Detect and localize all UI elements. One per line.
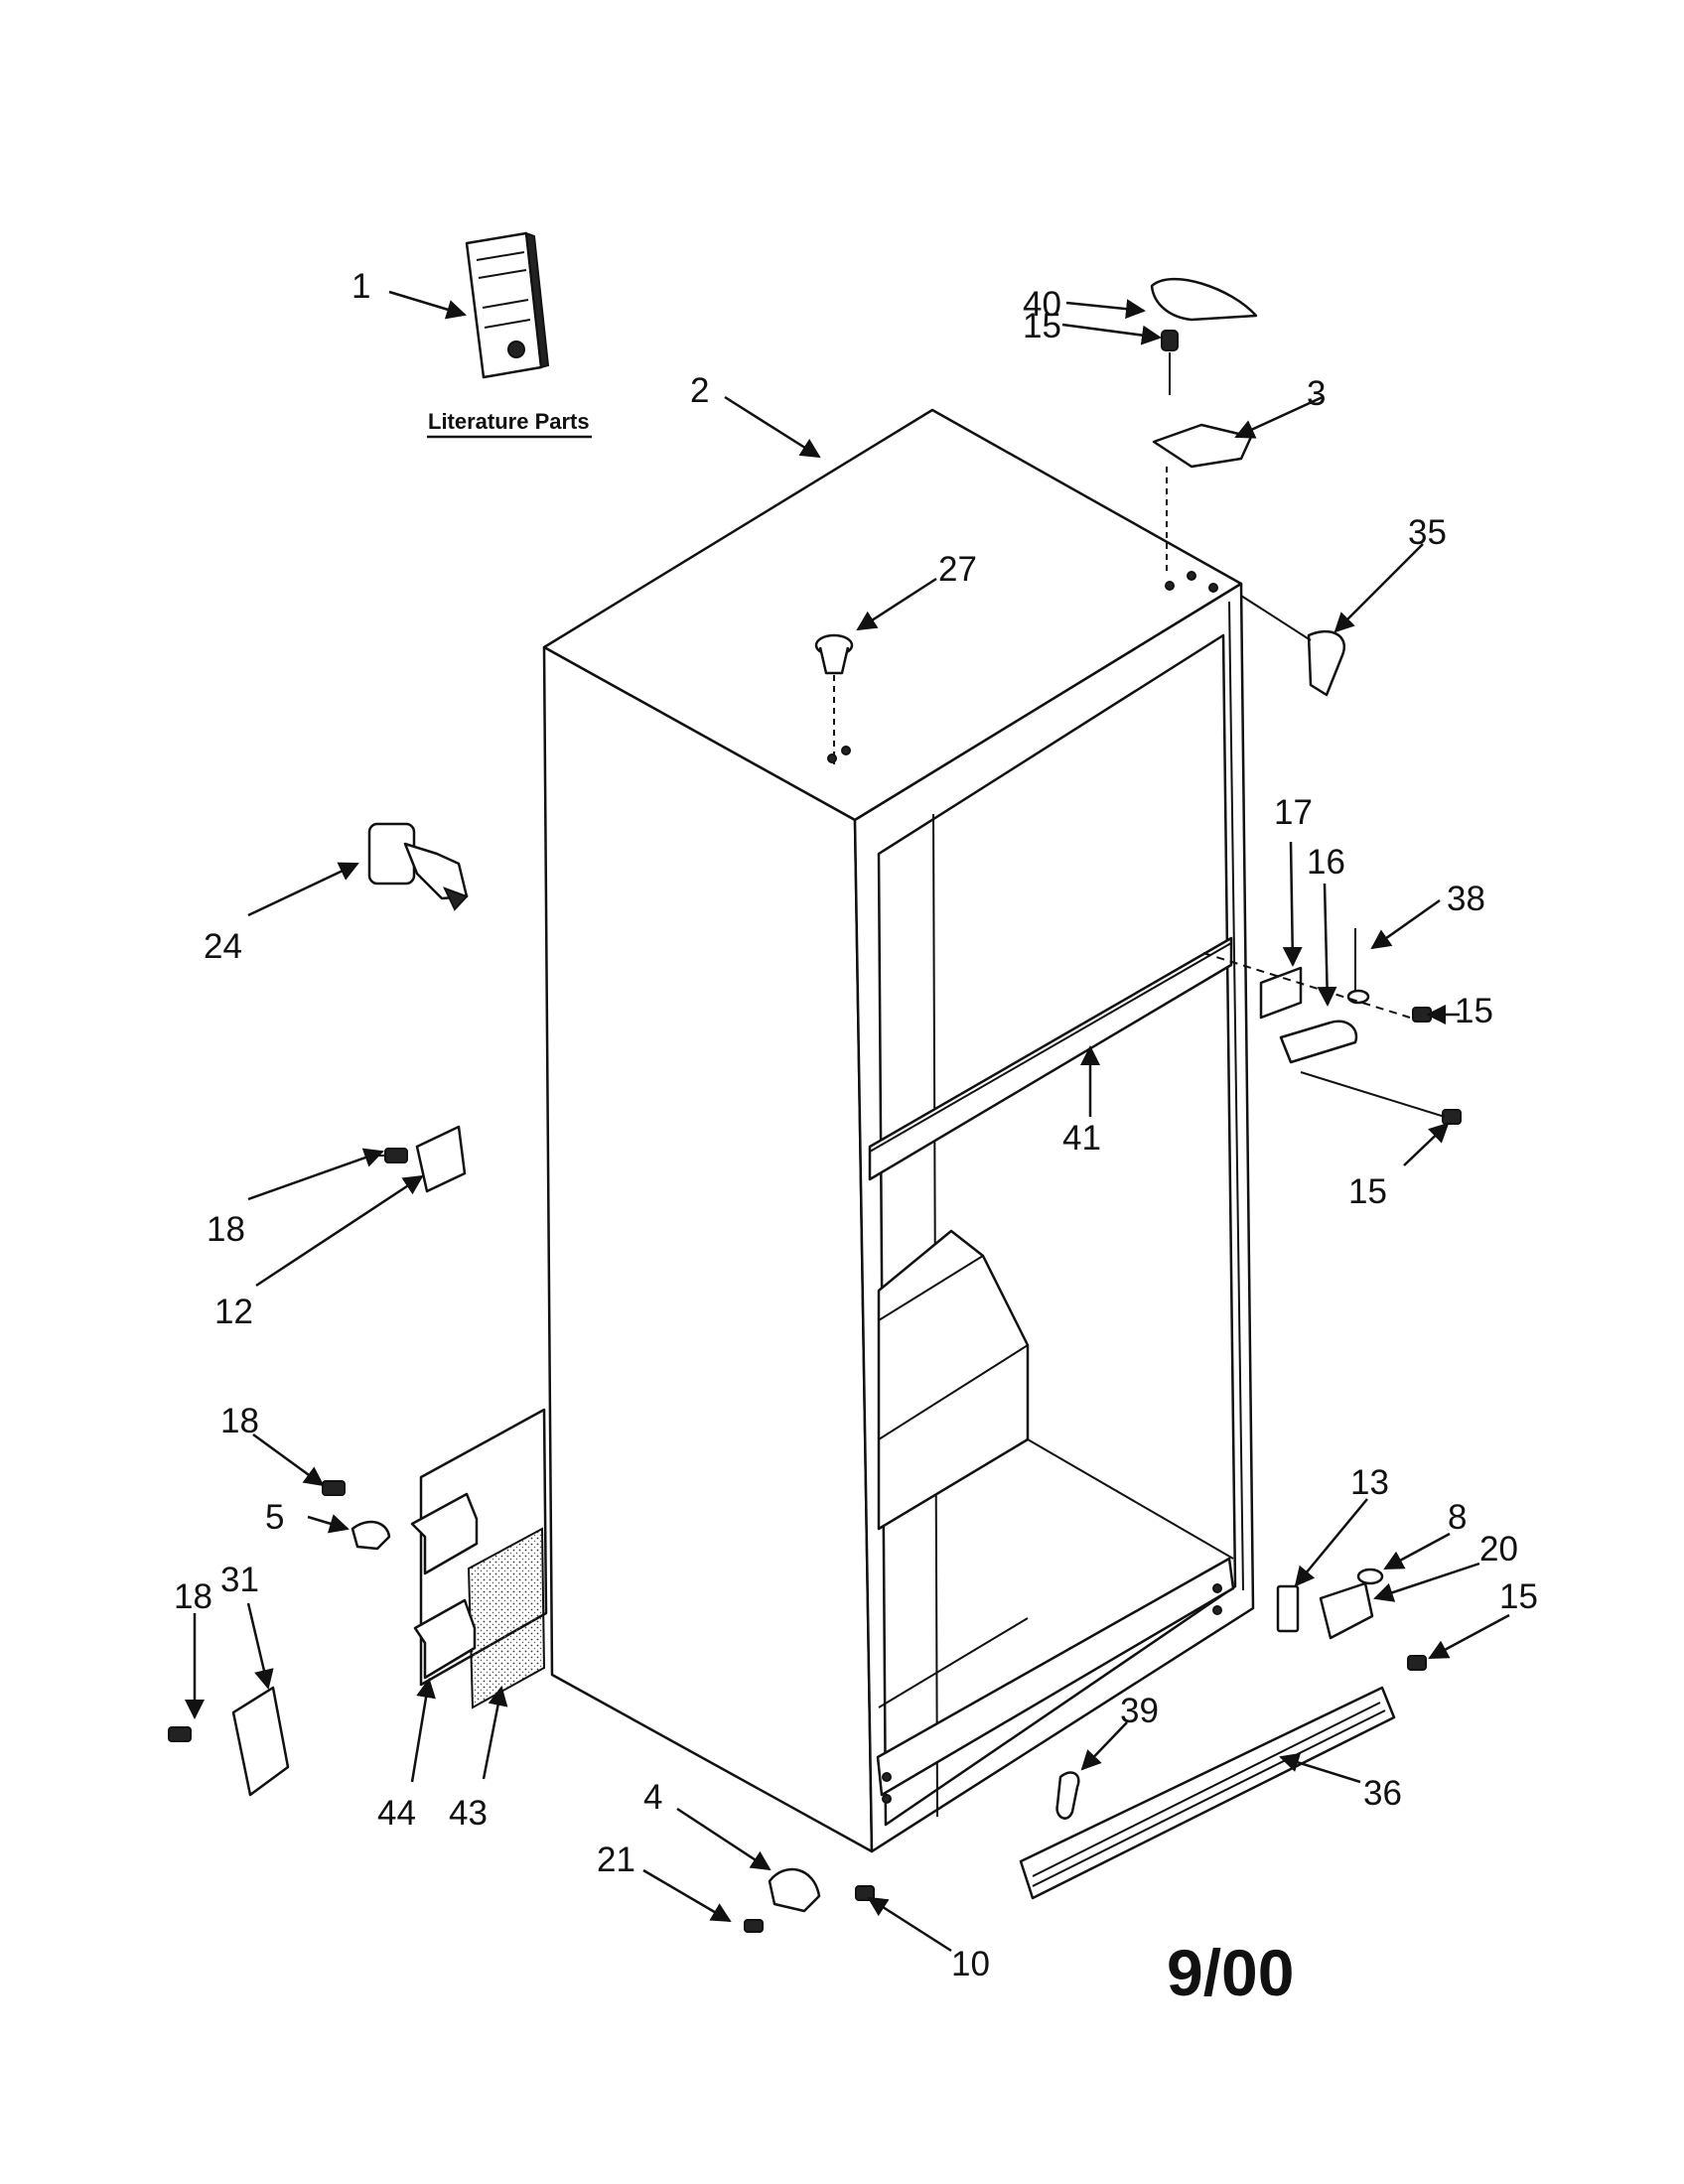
bottom-hinge bbox=[1276, 1568, 1427, 1671]
bottom-sill bbox=[876, 1557, 1235, 1804]
callout-18-top: 18 bbox=[207, 1210, 245, 1249]
callout-13: 13 bbox=[1350, 1463, 1389, 1502]
callout-35: 35 bbox=[1408, 513, 1447, 552]
callout-38: 38 bbox=[1447, 880, 1485, 918]
clamp bbox=[322, 1480, 391, 1551]
liner-steps bbox=[877, 1229, 1234, 1708]
callout-17: 17 bbox=[1274, 793, 1313, 832]
hinge-cover bbox=[1240, 595, 1345, 697]
callout-18-bottom: 18 bbox=[174, 1577, 212, 1616]
grille-clip bbox=[1055, 1771, 1080, 1820]
callout-20: 20 bbox=[1479, 1530, 1518, 1569]
callout-15-bottom: 15 bbox=[1499, 1577, 1538, 1616]
callout-8: 8 bbox=[1448, 1498, 1467, 1537]
callout-43: 43 bbox=[449, 1794, 488, 1833]
callout-3: 3 bbox=[1307, 374, 1326, 413]
side-cover bbox=[168, 1686, 290, 1797]
callout-39: 39 bbox=[1120, 1692, 1159, 1730]
callout-15-center-b: 15 bbox=[1348, 1172, 1387, 1211]
leader-lines bbox=[185, 290, 1510, 1953]
callout-40: 40 bbox=[1023, 285, 1061, 324]
callout-10: 10 bbox=[951, 1945, 990, 1983]
callout-16: 16 bbox=[1307, 843, 1345, 882]
callout-1: 1 bbox=[351, 267, 370, 306]
callout-labels: 1 2 3 4 5 8 10 12 13 15 15 15 15 15 16 1… bbox=[174, 267, 1538, 1983]
date-code: 9/00 bbox=[1167, 1936, 1294, 2009]
leveling-legs bbox=[744, 1867, 875, 1933]
refrigerator-cabinet bbox=[542, 408, 1255, 1853]
door-stop bbox=[375, 1125, 467, 1193]
callout-31: 31 bbox=[220, 1561, 259, 1599]
callout-5: 5 bbox=[265, 1498, 284, 1537]
callout-44: 44 bbox=[377, 1794, 416, 1833]
callout-24: 24 bbox=[204, 927, 242, 966]
callout-36: 36 bbox=[1363, 1774, 1402, 1813]
callout-21: 21 bbox=[597, 1841, 635, 1879]
callout-18-mid: 18 bbox=[220, 1402, 259, 1440]
literature-booklet bbox=[465, 231, 550, 379]
top-hinge-assembly bbox=[1150, 277, 1258, 593]
callout-12: 12 bbox=[214, 1293, 253, 1331]
base-grille bbox=[1019, 1686, 1396, 1900]
callout-41: 41 bbox=[1062, 1119, 1101, 1158]
callout-15-center-a: 15 bbox=[1455, 992, 1493, 1030]
literature-parts-caption: Literature Parts bbox=[428, 409, 590, 434]
callout-15-top: 15 bbox=[1023, 307, 1061, 345]
divider-rail bbox=[868, 936, 1233, 1181]
callout-4: 4 bbox=[643, 1778, 662, 1817]
callout-2: 2 bbox=[690, 371, 709, 410]
callout-27: 27 bbox=[938, 550, 977, 589]
door-handle bbox=[367, 822, 469, 911]
back-brackets bbox=[410, 1408, 548, 1709]
plug-button bbox=[814, 633, 854, 764]
